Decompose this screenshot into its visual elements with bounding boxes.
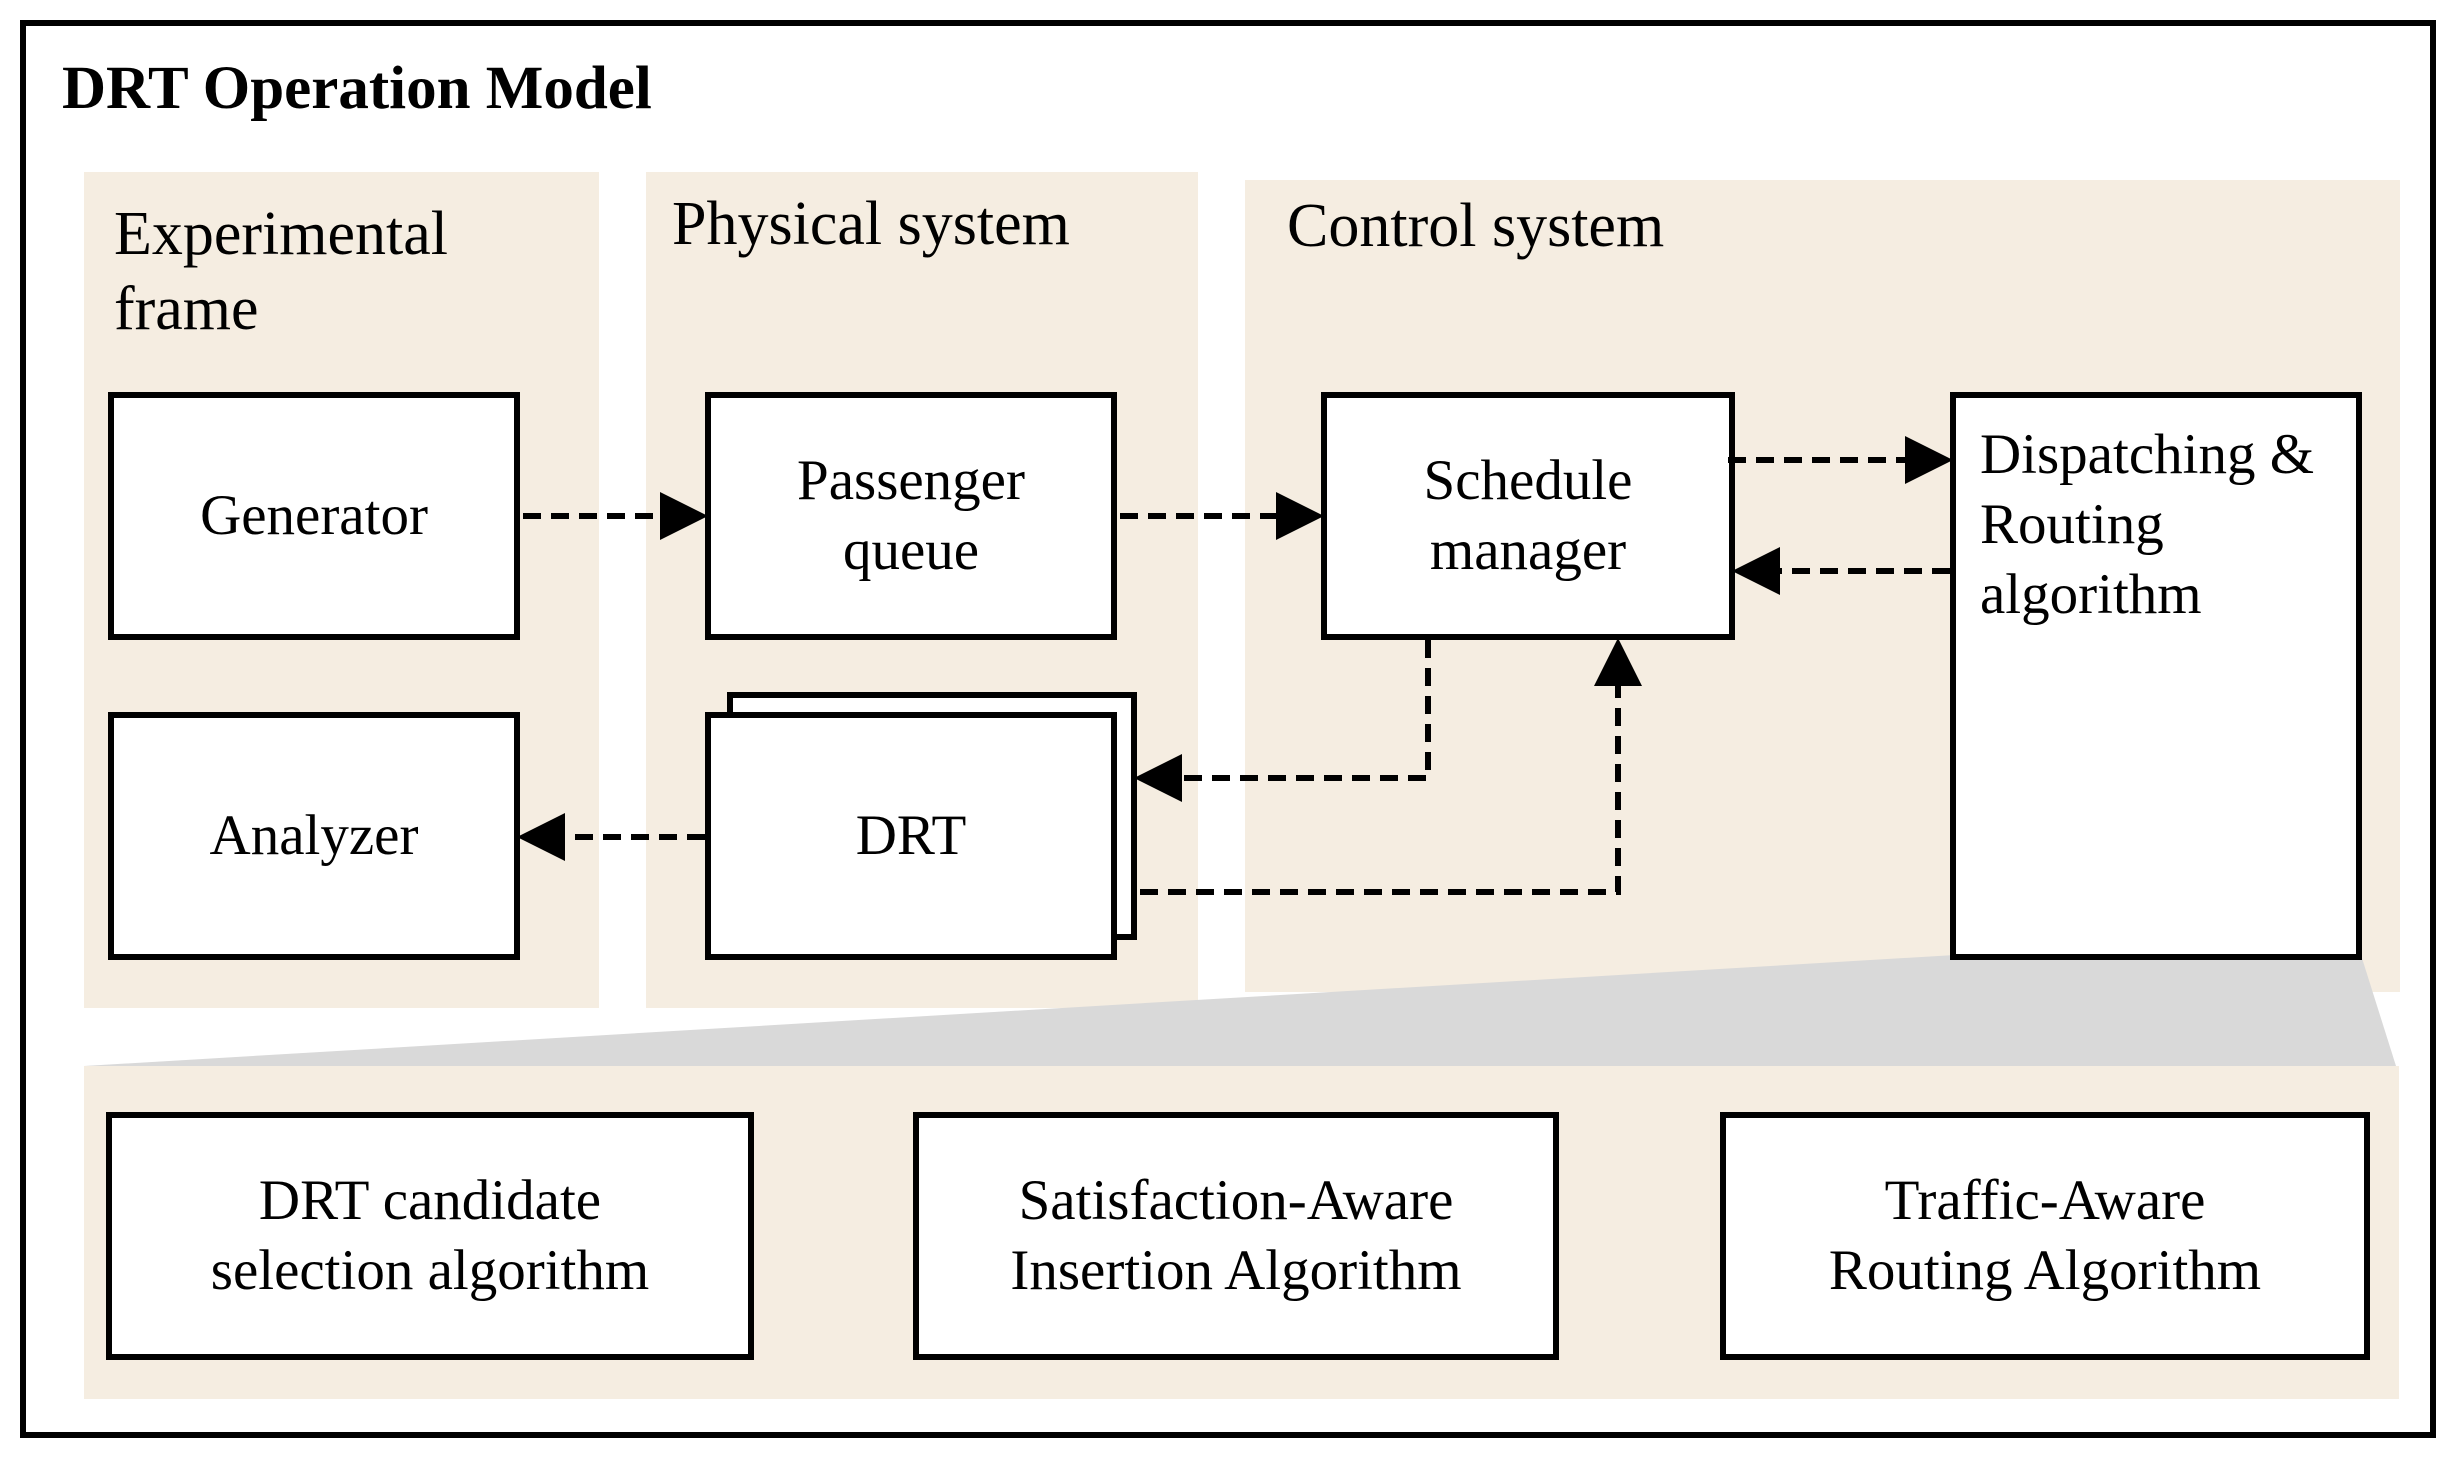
drt-candidate-selection-block: DRT candidate selection algorithm xyxy=(106,1112,754,1360)
satisfaction-aware-insertion-block: Satisfaction-Aware Insertion Algorithm xyxy=(913,1112,1559,1360)
panel-label-physical-system: Physical system xyxy=(672,190,1070,258)
arrow-schedule-manager-to-drt xyxy=(1134,640,1431,802)
panel-label-control-system: Control system xyxy=(1287,192,1665,260)
traffic-aware-routing-block: Traffic-Aware Routing Algorithm xyxy=(1720,1112,2370,1360)
generator-block: Generator xyxy=(108,392,520,640)
drt-block: DRT xyxy=(705,712,1117,960)
passenger-queue-block: Passenger queue xyxy=(705,392,1117,640)
panel-label-experimental-frame: Experimental frame xyxy=(114,200,448,343)
arrow-drt-to-schedule-manager xyxy=(1140,638,1642,895)
dispatching-routing-block: Dispatching & Routing algorithm xyxy=(1950,392,2362,960)
diagram-title: DRT Operation Model xyxy=(62,55,652,122)
schedule-manager-block: Schedule manager xyxy=(1321,392,1735,640)
